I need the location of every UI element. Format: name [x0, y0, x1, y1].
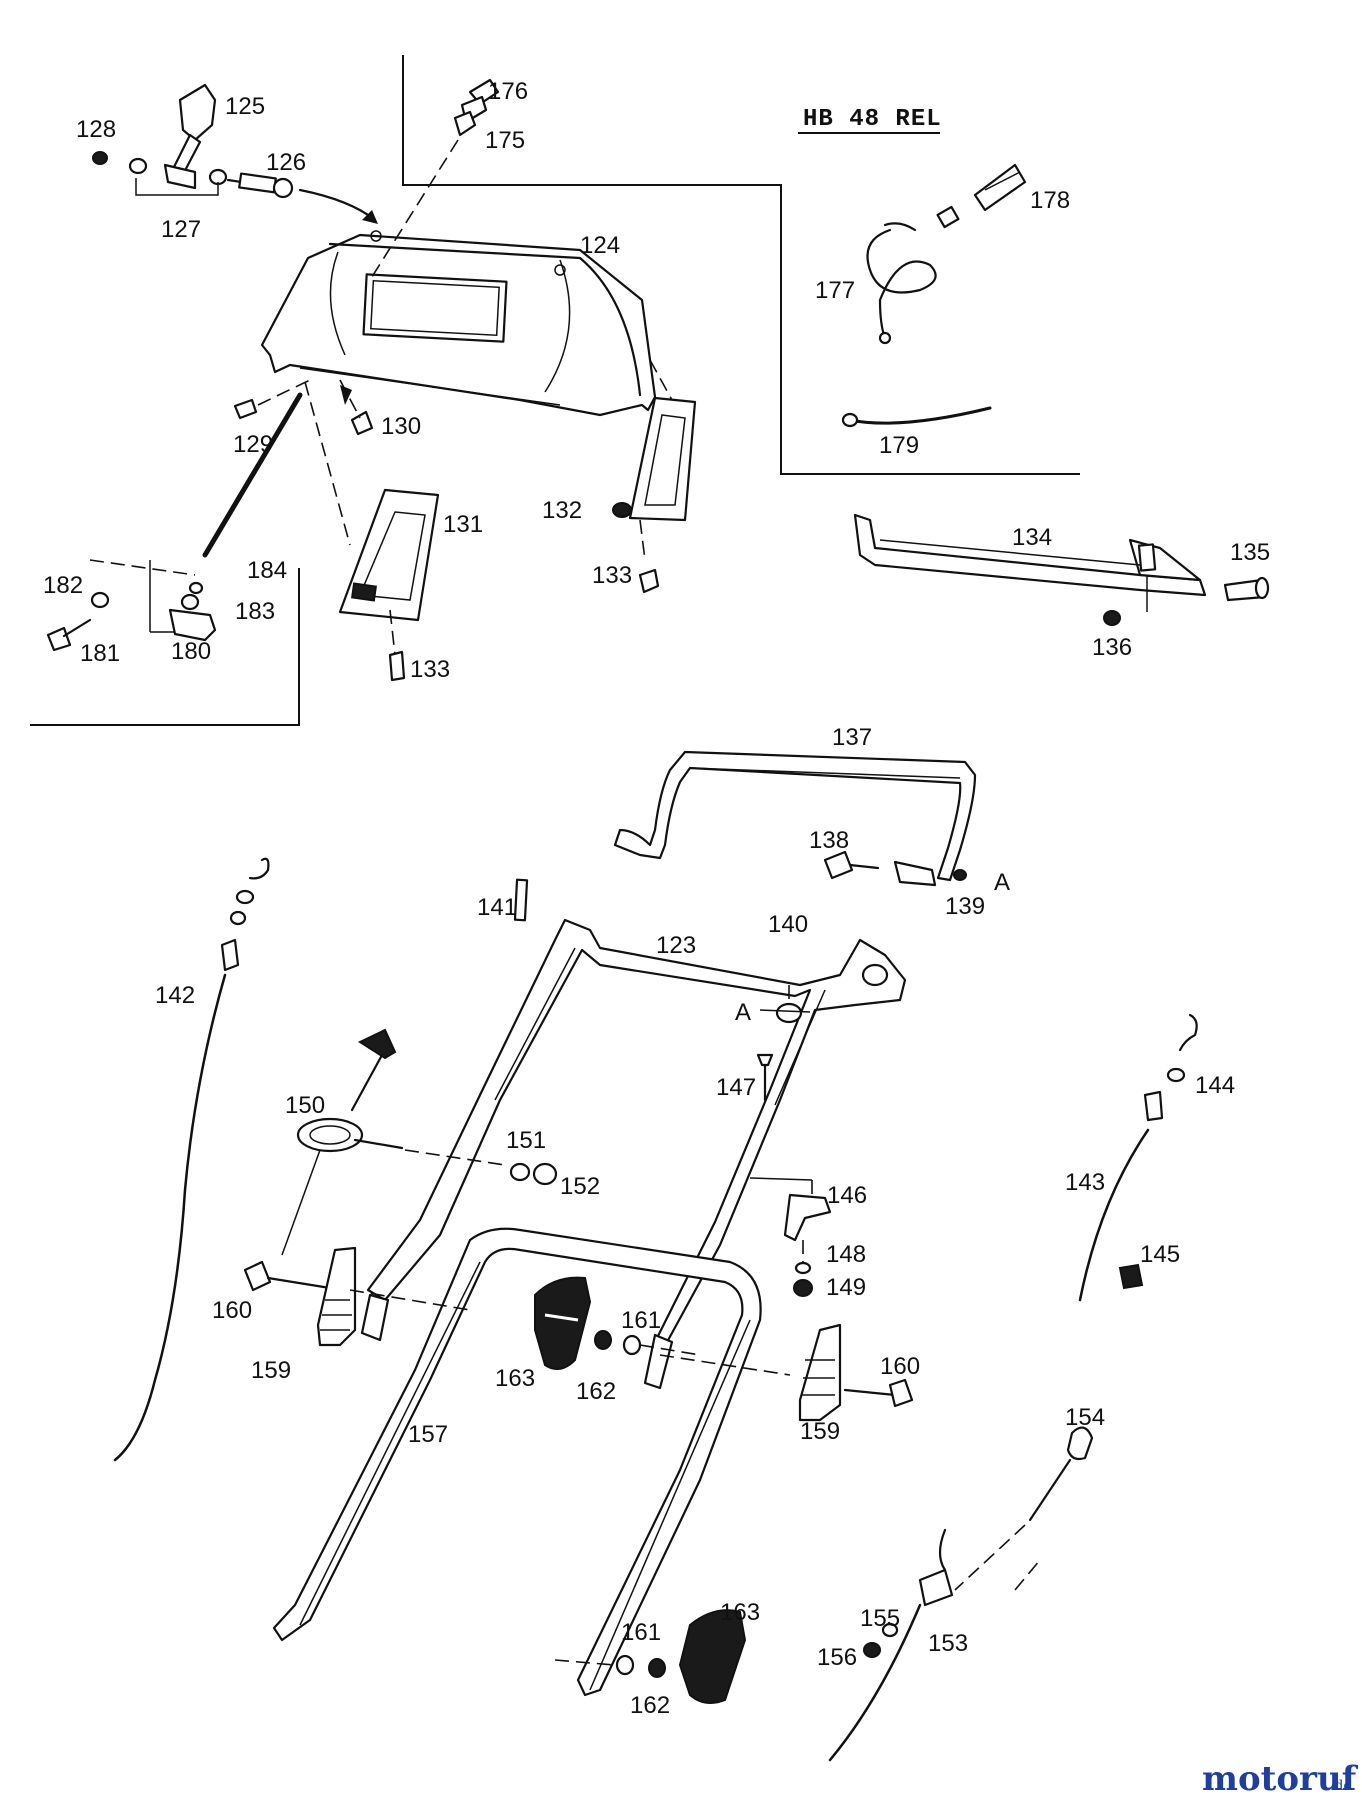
bracket-131 — [304, 381, 440, 656]
label-131: 131 — [443, 511, 483, 538]
label-152: 152 — [560, 1173, 600, 1200]
label-135: 135 — [1230, 539, 1270, 566]
watermark-suffix: .de — [1330, 1778, 1352, 1794]
label-159-right: 159 — [800, 1418, 840, 1445]
label-154: 154 — [1065, 1404, 1105, 1431]
label-ref-a-left: A — [735, 999, 751, 1026]
label-125: 125 — [225, 93, 265, 120]
clips-129-130 — [233, 379, 374, 436]
pins-140-141-147 — [513, 878, 811, 1102]
part-labels: HB 48 REL 125 128 126 127 176 175 124 12… — [43, 78, 1270, 1719]
label-124: 124 — [580, 232, 620, 259]
label-162-upper: 162 — [576, 1378, 616, 1405]
label-136: 136 — [1092, 634, 1132, 661]
label-128: 128 — [76, 116, 116, 143]
frame-lines — [30, 55, 1080, 726]
label-137: 137 — [832, 724, 872, 751]
label-143: 143 — [1065, 1169, 1105, 1196]
label-177: 177 — [815, 277, 855, 304]
upper-handle-123 — [360, 918, 907, 1357]
label-179: 179 — [879, 432, 919, 459]
label-156: 156 — [817, 1644, 857, 1671]
model-label: HB 48 REL — [803, 106, 942, 133]
washers-151-152 — [509, 1162, 558, 1186]
label-129: 129 — [233, 431, 273, 458]
label-183: 183 — [235, 598, 275, 625]
label-159-left: 159 — [251, 1357, 291, 1384]
label-140: 140 — [768, 911, 808, 938]
label-160-left: 160 — [212, 1297, 252, 1324]
label-161-upper: 161 — [621, 1307, 661, 1334]
bracket-134 — [853, 513, 1270, 626]
screws-133 — [388, 568, 660, 682]
label-144: 144 — [1195, 1072, 1235, 1099]
bail-137 — [613, 750, 977, 882]
label-153: 153 — [928, 1630, 968, 1657]
label-161-lower: 161 — [621, 1619, 661, 1646]
label-133-left: 133 — [410, 656, 450, 683]
label-123: 123 — [656, 932, 696, 959]
label-130: 130 — [381, 413, 421, 440]
label-180: 180 — [171, 638, 211, 665]
label-163-upper: 163 — [495, 1365, 535, 1392]
label-148: 148 — [826, 1241, 866, 1268]
label-145: 145 — [1140, 1241, 1180, 1268]
label-138: 138 — [809, 827, 849, 854]
label-ref-a-right: A — [994, 869, 1010, 896]
watermark-logo: motoruf .de — [1202, 1759, 1359, 1799]
bracket-132 — [612, 359, 697, 561]
label-133-right: 133 — [592, 562, 632, 589]
label-176: 176 — [488, 78, 528, 105]
lower-handle-157 — [272, 1227, 762, 1697]
label-157: 157 — [408, 1421, 448, 1448]
label-126: 126 — [266, 149, 306, 176]
label-142: 142 — [155, 982, 195, 1009]
label-175: 175 — [485, 127, 525, 154]
grips-163 — [534, 1276, 747, 1705]
label-155: 155 — [860, 1605, 900, 1632]
label-134: 134 — [1012, 524, 1052, 551]
label-146: 146 — [827, 1182, 867, 1209]
cable-142 — [113, 857, 270, 1462]
bracket-assembly-180-184 — [46, 392, 303, 652]
label-184: 184 — [247, 557, 287, 584]
watermark-text: motoruf — [1202, 1759, 1359, 1799]
lever-150 — [281, 1028, 506, 1256]
label-178: 178 — [1030, 187, 1070, 214]
bracket-146-148-149 — [749, 1177, 832, 1297]
fasteners-138-139 — [823, 850, 967, 887]
label-160-right: 160 — [880, 1353, 920, 1380]
label-149: 149 — [826, 1274, 866, 1301]
label-181: 181 — [80, 640, 120, 667]
control-panel-124 — [260, 230, 657, 417]
label-162-lower: 162 — [630, 1692, 670, 1719]
label-150: 150 — [285, 1092, 325, 1119]
label-139: 139 — [945, 893, 985, 920]
label-147: 147 — [716, 1074, 756, 1101]
label-182: 182 — [43, 572, 83, 599]
label-163-lower: 163 — [720, 1599, 760, 1626]
label-132: 132 — [542, 497, 582, 524]
lever-125 — [92, 83, 378, 224]
label-127: 127 — [161, 216, 201, 243]
knobs-159-160 — [243, 1246, 914, 1422]
label-151: 151 — [506, 1127, 546, 1154]
cable-fitting-175-176 — [369, 78, 500, 281]
clamp-153-156 — [828, 1426, 1094, 1762]
washers-161-162 — [554, 1330, 701, 1678]
cable-143-144-145 — [1078, 1013, 1198, 1302]
cable-177-178-179 — [841, 163, 1027, 428]
label-141: 141 — [477, 894, 517, 921]
